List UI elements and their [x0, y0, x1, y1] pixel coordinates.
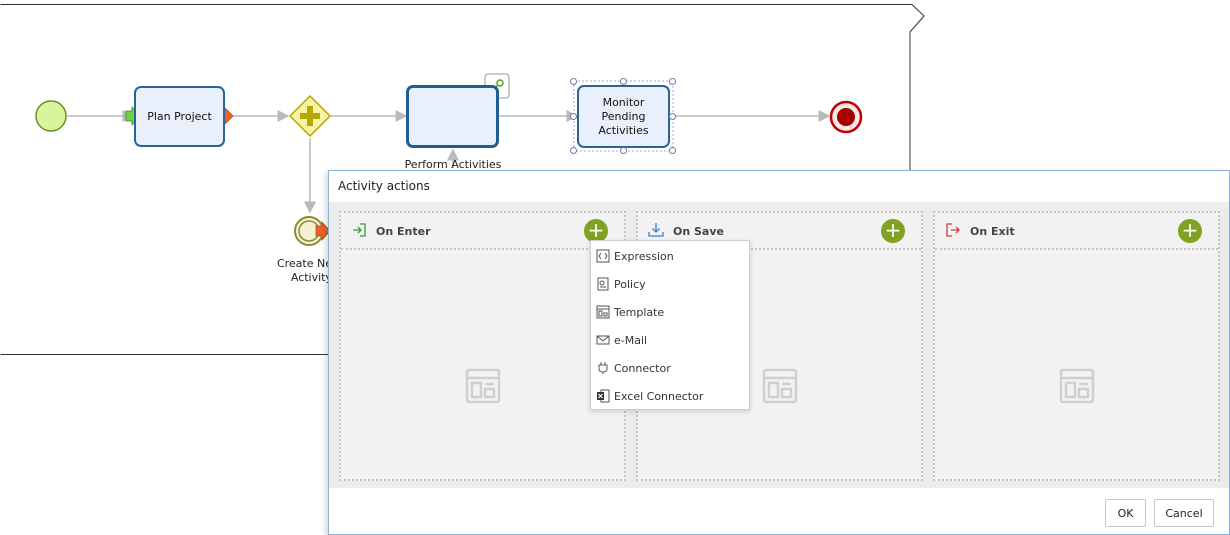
- add-action-button[interactable]: +: [584, 219, 608, 243]
- task-label: Monitor Pending Activities: [598, 95, 649, 137]
- end-event[interactable]: [829, 100, 863, 134]
- panel-on-enter: On Enter +: [339, 211, 626, 481]
- menu-item-template[interactable]: Template: [596, 302, 746, 322]
- menu-item-label: Connector: [614, 361, 671, 375]
- panel-header: On Enter +: [341, 213, 624, 250]
- empty-template-icon: [762, 368, 797, 404]
- menu-item-label: Template: [614, 305, 665, 319]
- task-plan-project[interactable]: Plan Project: [134, 86, 225, 147]
- task-monitor-pending-activities[interactable]: Monitor Pending Activities: [577, 85, 670, 148]
- resize-handle[interactable]: [669, 147, 676, 154]
- panel-title: On Enter: [376, 225, 431, 238]
- dialog-title: Activity actions: [338, 179, 430, 193]
- panel-title: On Save: [673, 225, 724, 238]
- email-icon: [596, 335, 610, 345]
- menu-item-connector[interactable]: Connector: [596, 358, 746, 378]
- event-create-new-activity-label: Create Ne Activity: [276, 257, 332, 285]
- panel-title: On Exit: [970, 225, 1015, 238]
- start-event[interactable]: [35, 100, 67, 132]
- panel-on-exit: On Exit +: [933, 211, 1220, 481]
- policy-icon: [597, 277, 609, 291]
- task-perform-activities[interactable]: [406, 85, 499, 148]
- empty-template-icon: [465, 368, 500, 404]
- resize-handle[interactable]: [620, 78, 627, 85]
- resize-handle[interactable]: [620, 147, 627, 154]
- menu-item-expression[interactable]: Expression: [596, 246, 746, 266]
- menu-item-excel-connector[interactable]: Excel Connector: [596, 386, 746, 406]
- label-line: Create Ne: [276, 257, 332, 270]
- resize-handle[interactable]: [669, 78, 676, 85]
- add-action-menu: Expression Policy Template e-Mail: [590, 240, 750, 410]
- menu-item-label: Policy: [614, 277, 646, 291]
- task-perform-activities-label: Perform Activities: [404, 158, 502, 171]
- excel-icon: [597, 389, 610, 403]
- menu-item-label: Excel Connector: [614, 389, 704, 403]
- download-icon: [648, 223, 664, 237]
- dialog-body: On Enter + On Save +: [329, 202, 1229, 488]
- connector-icon: [598, 362, 608, 374]
- empty-template-icon: [1059, 368, 1094, 404]
- add-action-button[interactable]: +: [1178, 219, 1202, 243]
- label-line: Activity: [290, 271, 332, 284]
- activity-actions-dialog: Activity actions On Enter +: [328, 170, 1230, 535]
- resize-handle[interactable]: [669, 113, 676, 120]
- parallel-gateway[interactable]: [288, 94, 332, 138]
- resize-handle[interactable]: [570, 78, 577, 85]
- add-action-button[interactable]: +: [881, 219, 905, 243]
- task-label: Plan Project: [147, 109, 212, 123]
- expression-icon: [596, 249, 610, 263]
- exit-icon: [946, 223, 960, 237]
- template-icon: [596, 305, 610, 319]
- panel-header: On Save +: [638, 213, 921, 250]
- cancel-button[interactable]: Cancel: [1154, 499, 1214, 527]
- ok-button[interactable]: OK: [1105, 499, 1146, 527]
- menu-item-label: Expression: [614, 249, 674, 263]
- panel-header: On Exit +: [935, 213, 1218, 250]
- menu-item-policy[interactable]: Policy: [596, 274, 746, 294]
- menu-item-label: e-Mail: [614, 333, 648, 347]
- resize-handle[interactable]: [570, 147, 577, 154]
- send-arrow-icon: [315, 220, 331, 242]
- enter-icon: [353, 223, 366, 237]
- resize-handle[interactable]: [570, 113, 577, 120]
- menu-item-email[interactable]: e-Mail: [596, 330, 746, 350]
